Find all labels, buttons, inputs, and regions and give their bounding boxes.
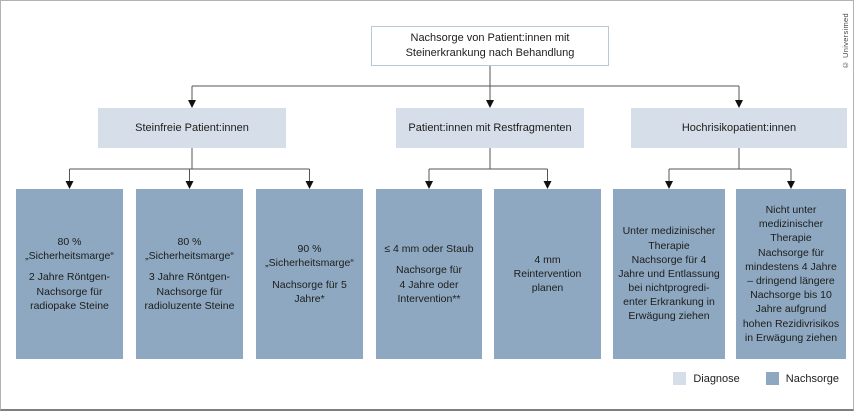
followup-text: 2 Jahre Röntgen- Nachsorge für radiopake…	[28, 271, 111, 312]
followup-text: ≤ 4 mm oder Staub	[384, 243, 474, 256]
followup-text: Nachsorge für 4 Jahre oder Intervention*…	[396, 264, 462, 305]
followup-text: 3 Jahre Röntgen- Nachsorge für radioluze…	[144, 271, 235, 312]
diagnosis-box-steinfrei: Steinfreie Patient:innen	[98, 108, 286, 148]
copyright-label: © Universimed	[841, 13, 850, 70]
followup-box-unter-therapie: Unter medizinischer Therapie Nachsorge f…	[613, 189, 725, 359]
followup-box-5-jahre: 90 % „Sicherheitsmarge“ Nachsorge für 5 …	[256, 189, 363, 359]
diagnosis-box-hochrisiko: Hochrisikopatient:innen	[631, 108, 847, 148]
root-label: Nachsorge von Patient:innen mit Steinerk…	[405, 31, 575, 59]
followup-text: Nicht unter medizinischer Therapie Nachs…	[742, 204, 840, 344]
legend-label: Nachsorge	[785, 372, 839, 385]
followup-box-radiopak: 80 % „Sicherheitsmarge“ 2 Jahre Röntgen-…	[16, 189, 123, 359]
legend-item-diagnose: Diagnose	[673, 372, 740, 385]
diagnosis-label: Patient:innen mit Restfragmenten	[408, 122, 572, 134]
nachsorge-color-swatch	[765, 372, 779, 385]
followup-box-reintervention: 4 mm Reintervention planen	[494, 189, 601, 359]
followup-box-ohne-therapie: Nicht unter medizinischer Therapie Nachs…	[736, 189, 846, 359]
diagnosis-label: Hochrisikopatient:innen	[681, 122, 797, 134]
followup-text: 80 % „Sicherheitsmarge“	[145, 236, 234, 263]
followup-box-kleiner-4mm: ≤ 4 mm oder Staub Nachsorge für 4 Jahre …	[376, 189, 482, 359]
legend-item-nachsorge: Nachsorge	[765, 372, 839, 385]
followup-text: 80 % „Sicherheitsmarge“	[25, 236, 114, 263]
diagnose-color-swatch	[673, 372, 687, 385]
followup-text: 4 mm Reintervention planen	[513, 253, 582, 295]
followup-box-radioluzent: 80 % „Sicherheitsmarge“ 3 Jahre Röntgen-…	[136, 189, 243, 359]
diagnosis-box-restfragmente: Patient:innen mit Restfragmenten	[396, 108, 584, 148]
followup-text: Nachsorge für 5 Jahre*	[272, 278, 347, 305]
legend: Diagnose Nachsorge	[1, 372, 839, 385]
root-box: Nachsorge von Patient:innen mit Steinerk…	[371, 26, 609, 66]
followup-text: 90 % „Sicherheitsmarge“	[265, 243, 354, 270]
followup-text: Unter medizinischer Therapie Nachsorge f…	[618, 225, 720, 323]
diagnosis-label: Steinfreie Patient:innen	[135, 122, 249, 134]
legend-label: Diagnose	[693, 372, 740, 385]
